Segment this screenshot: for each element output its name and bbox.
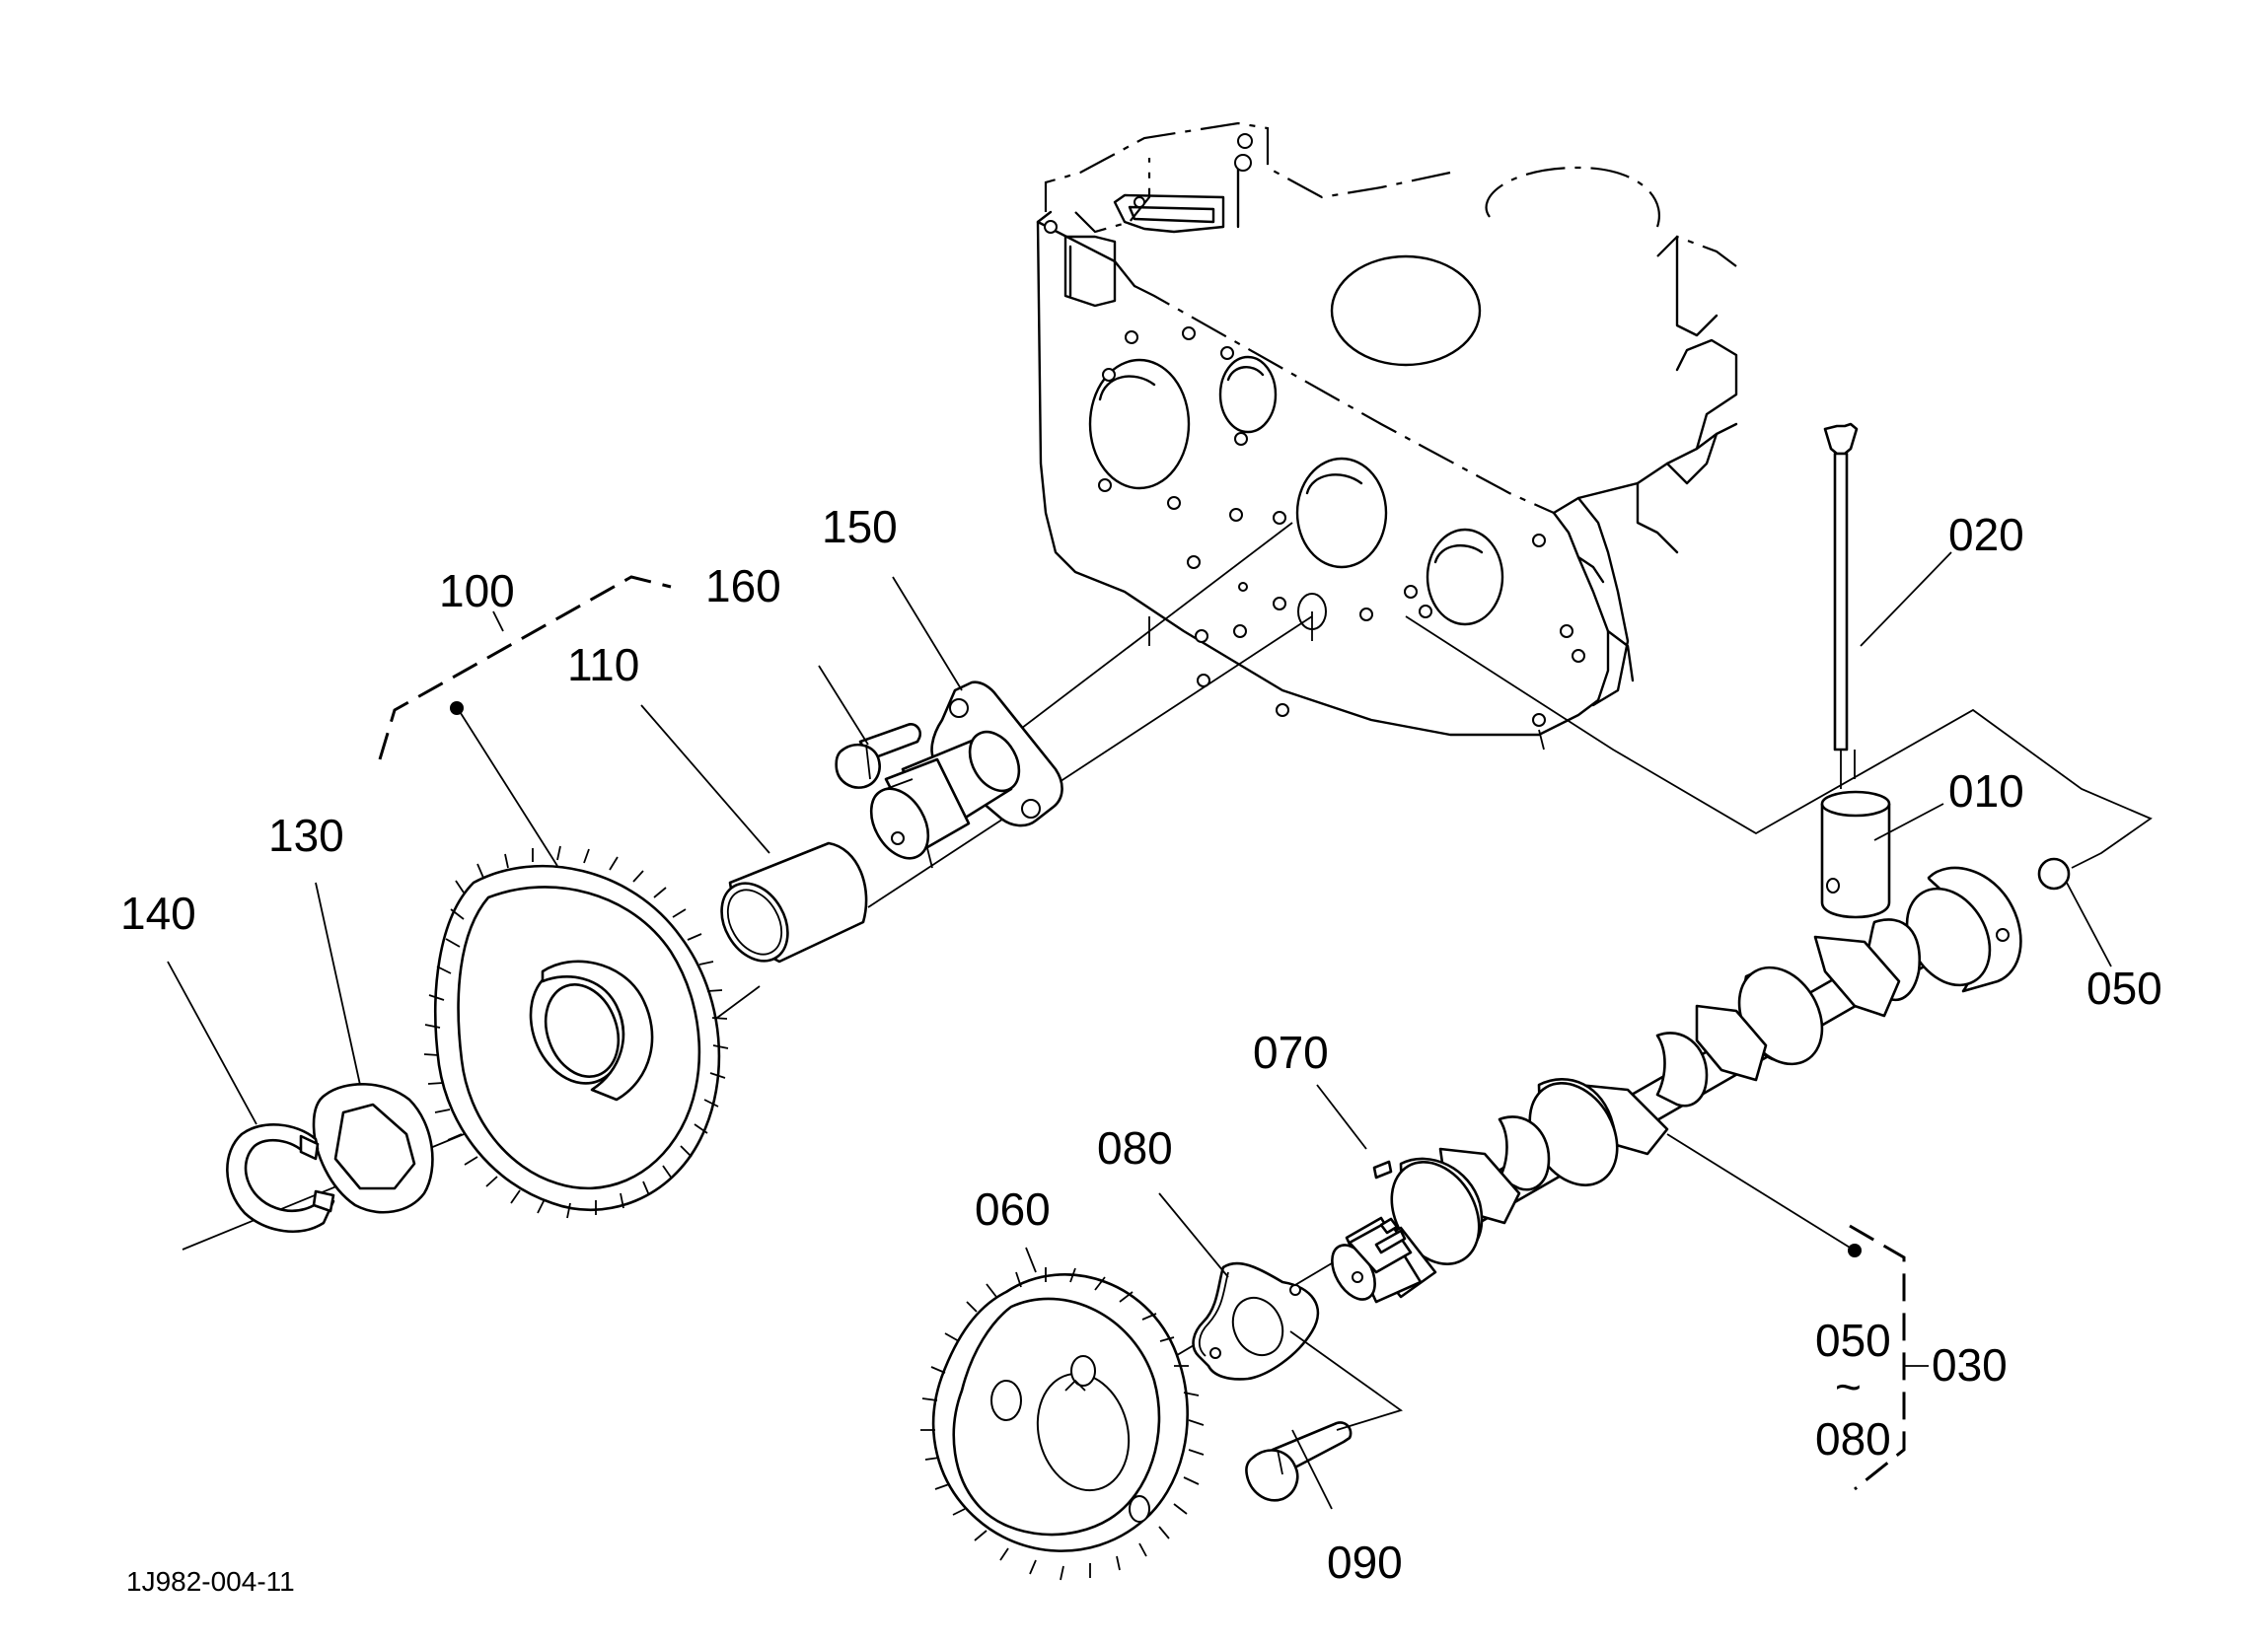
tappet xyxy=(1820,790,1891,919)
bushing xyxy=(720,841,868,964)
drawing-code: 1J982-004-11 xyxy=(126,1566,295,1597)
callout-labels: 020 010 050 070 080 060 090 150 160 110 … xyxy=(120,501,2162,1597)
push-rod xyxy=(1823,422,1859,789)
cam-gear xyxy=(920,1267,1205,1581)
callout-090: 090 xyxy=(1327,1537,1403,1588)
idle-gear xyxy=(423,845,729,1219)
callout-020: 020 xyxy=(1948,509,2024,560)
callout-110: 110 xyxy=(567,639,639,690)
callout-060: 060 xyxy=(975,1183,1051,1235)
callout-group-tilde: ~ xyxy=(1835,1361,1862,1412)
engine-block xyxy=(1036,121,1738,751)
callout-150: 150 xyxy=(822,501,898,552)
leader-lines xyxy=(167,551,2112,1510)
thrust-plate xyxy=(1192,1261,1320,1381)
idle-gear-shaft xyxy=(869,680,1063,869)
group-bracket-030 xyxy=(1848,1224,1929,1491)
callout-050: 050 xyxy=(2086,963,2162,1014)
callout-100: 100 xyxy=(439,565,515,616)
callout-130: 130 xyxy=(268,810,344,861)
callout-group-080: 080 xyxy=(1815,1413,1891,1465)
block-bolt-holes xyxy=(1044,220,1585,727)
callout-010: 010 xyxy=(1948,765,2024,817)
callout-070: 070 xyxy=(1253,1027,1329,1078)
camshaft xyxy=(1331,866,2022,1304)
hex-bolt-090 xyxy=(1245,1421,1353,1502)
hex-bolt-160 xyxy=(835,723,921,789)
callout-030: 030 xyxy=(1932,1339,2008,1391)
callout-group-050: 050 xyxy=(1815,1315,1891,1366)
group-bracket-100 xyxy=(378,575,672,760)
snap-ring xyxy=(226,1123,335,1234)
collar-washer xyxy=(312,1083,434,1214)
steel-ball xyxy=(2037,857,2071,891)
callout-140: 140 xyxy=(120,888,196,939)
callout-160: 160 xyxy=(705,560,781,611)
woodruff-key xyxy=(1372,1160,1393,1180)
callout-080: 080 xyxy=(1097,1122,1173,1174)
